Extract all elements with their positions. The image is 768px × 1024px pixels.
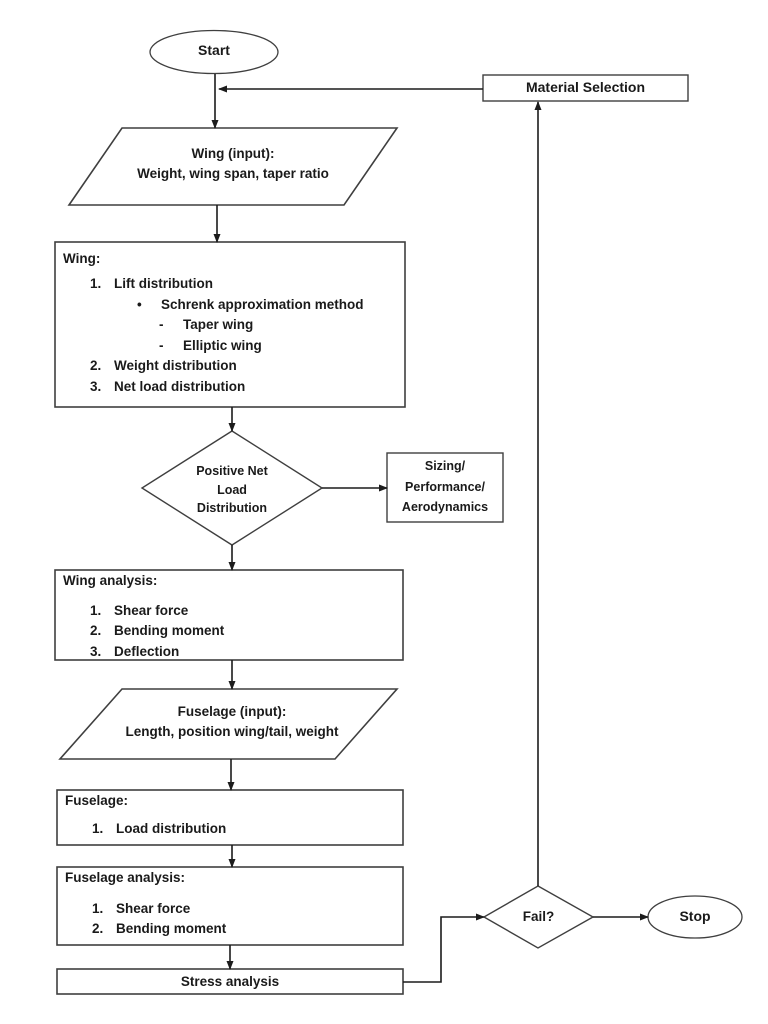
wing-analysis-item: 3.Deflection bbox=[90, 643, 180, 659]
fuselage-analysis-item: 1.Shear force bbox=[92, 901, 191, 916]
material-selection-node bbox=[482, 74, 689, 102]
fuselage-input-text: Fuselage (input): Length, position wing/… bbox=[92, 702, 372, 741]
positive-net-load-text: Positive Net Load Distribution bbox=[196, 464, 268, 516]
fuselage-input-node bbox=[58, 688, 399, 760]
connector-stress-to-fail bbox=[403, 913, 485, 983]
wing-title: Wing: bbox=[63, 251, 101, 266]
wing-analysis-item: 1.Shear force bbox=[90, 603, 189, 618]
sizing-text: Sizing/ Performance/ Aerodynamics bbox=[401, 459, 489, 514]
fuselage-analysis-item: 2.Bending moment bbox=[92, 920, 227, 936]
fuselage-input-line2: Length, position wing/tail, weight bbox=[125, 723, 339, 739]
stress-analysis-label: Stress analysis bbox=[180, 974, 280, 989]
wing-analysis-node bbox=[54, 569, 404, 661]
fuselage-input-line1: Fuselage (input): bbox=[177, 704, 287, 719]
wing-node bbox=[54, 241, 406, 408]
dash-icon: - bbox=[159, 337, 164, 353]
wing-analysis-text: Wing analysis: 1.Shear force 2.Bending m… bbox=[63, 571, 393, 662]
start-node bbox=[149, 29, 279, 75]
dash-icon: - bbox=[159, 317, 164, 332]
wing-input-node bbox=[67, 127, 399, 206]
wing-item: •Schrenk approximation method bbox=[63, 295, 399, 316]
fuselage-analysis-title: Fuselage analysis: bbox=[65, 870, 186, 885]
fuselage-item: 1.Load distribution bbox=[92, 821, 227, 836]
wing-input-text: Wing (input): Weight, wing span, taper r… bbox=[92, 144, 374, 183]
bullet-icon: • bbox=[137, 296, 142, 312]
wing-input-line2: Weight, wing span, taper ratio bbox=[137, 165, 329, 181]
fuselage-text: Fuselage: 1.Load distribution bbox=[65, 791, 395, 840]
fuselage-analysis-text: Fuselage analysis: 1.Shear force 2.Bendi… bbox=[65, 868, 395, 938]
wing-input-line1: Wing (input): bbox=[191, 146, 275, 161]
fail-label: Fail? bbox=[522, 909, 555, 924]
wing-analysis-title: Wing analysis: bbox=[63, 573, 158, 588]
fuselage-title: Fuselage: bbox=[65, 793, 129, 808]
material-selection-label: Material Selection bbox=[525, 79, 646, 95]
wing-item: -Elliptic wing bbox=[63, 336, 399, 357]
start-label: Start bbox=[198, 42, 230, 58]
fuselage-node bbox=[56, 789, 404, 846]
fail-node bbox=[482, 885, 595, 949]
wing-item: -Taper wing bbox=[63, 315, 399, 336]
wing-item: 3.Net load distribution bbox=[90, 378, 246, 394]
stop-label: Stop bbox=[679, 908, 711, 924]
wing-item: 2.Weight distribution bbox=[90, 358, 237, 373]
wing-text: Wing: 1.Lift distribution •Schrenk appro… bbox=[63, 249, 399, 397]
wing-item: 1.Lift distribution bbox=[90, 276, 213, 291]
wing-analysis-item: 2.Bending moment bbox=[90, 623, 225, 639]
